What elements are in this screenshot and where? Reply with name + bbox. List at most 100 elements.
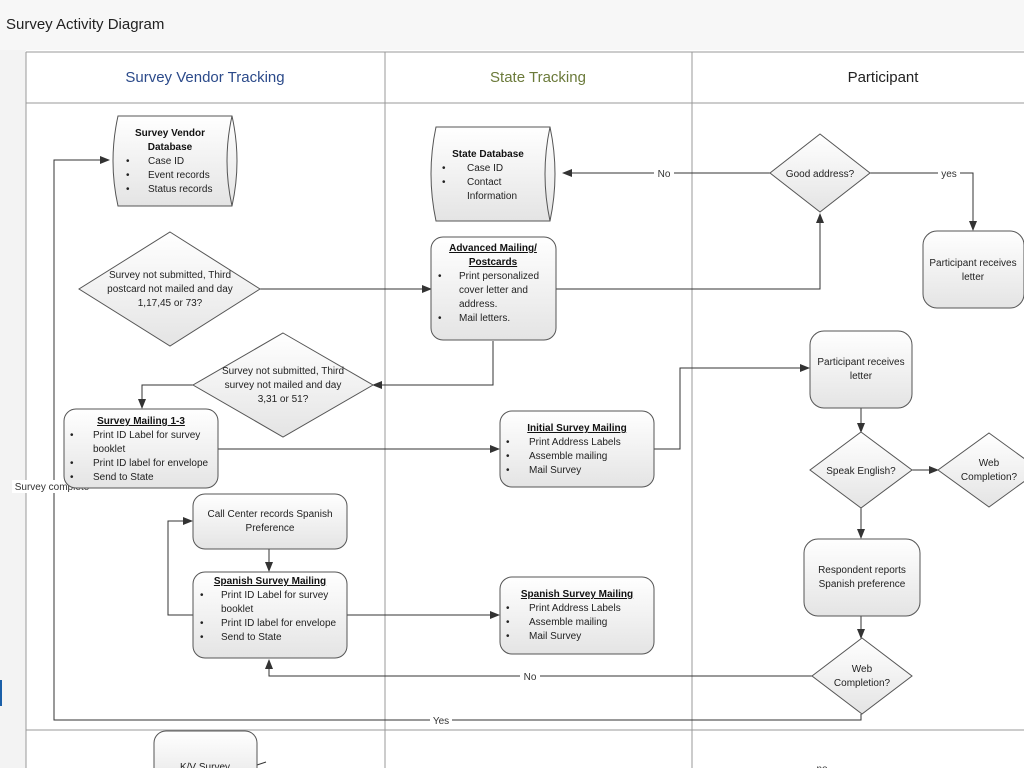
label-bottom-fragment: no: [816, 764, 828, 768]
node-text-line: Respondent reports: [818, 565, 906, 576]
node-text-line: Participant receives: [817, 357, 904, 368]
svg-text:Good address?: Good address?: [786, 169, 855, 180]
node-text-line: Participant receives: [929, 258, 1016, 269]
connector-web2-no-to-spanish: [265, 659, 812, 677]
connector-yes-to-letter: [870, 172, 977, 231]
node-text-line: postcard not mailed and day: [107, 284, 233, 295]
connector-initial-to-letter: [654, 364, 810, 450]
list-item: booklet: [221, 604, 253, 615]
svg-text:Survey Mailing 1-3: Survey Mailing 1-3: [97, 416, 185, 427]
node-text-line: letter: [850, 371, 873, 382]
initial-survey-mailing: Initial Survey Mailing • Print Address La…: [499, 410, 655, 488]
svg-text:Advanced Mailing/Postcards: Advanced Mailing/Postcards: [449, 243, 537, 268]
node-text-line: Speak English?: [826, 466, 896, 477]
list-item: Event records: [148, 170, 210, 181]
bullet-icon: •: [70, 430, 74, 441]
participant-receives-letter-1: Participant receives letter: [922, 230, 1024, 309]
connector-spanish-loop: [167, 517, 193, 616]
connector-kv: [256, 761, 267, 766]
bullet-icon: •: [200, 590, 204, 601]
spanish-survey-mailing-vendor: Spanish Survey Mailing • Print ID Label f…: [192, 571, 348, 659]
bullet-icon: •: [506, 465, 510, 476]
node-title-line: State Database: [452, 149, 524, 160]
node-text-line: 1,17,45 or 73?: [138, 298, 203, 309]
list-item: Print ID Label for survey: [93, 430, 200, 441]
node-text-line: Completion?: [961, 472, 1018, 483]
bullet-icon: •: [438, 313, 442, 324]
list-item: Print personalized: [459, 271, 539, 282]
node-text-line: Completion?: [834, 678, 891, 689]
rail-accent: [0, 680, 2, 706]
spanish-survey-mailing-state: Spanish Survey Mailing •Print Address La…: [499, 576, 655, 655]
title-bar: Survey Activity Diagram: [0, 0, 1024, 50]
list-item: Assemble mailing: [529, 451, 607, 462]
node-text-line: Spanish preference: [819, 579, 906, 590]
node-title-line: Initial Survey Mailing: [527, 423, 626, 434]
list-item: Status records: [148, 184, 212, 195]
list-item: Case ID: [148, 156, 184, 167]
list-item: Mail Survey: [529, 631, 581, 642]
list-item: cover letter and: [459, 285, 528, 296]
state-database: State Database •Case ID•ContactInformati…: [430, 126, 556, 222]
page-title: Survey Activity Diagram: [6, 16, 165, 33]
bullet-icon: •: [126, 170, 130, 181]
node-text-line: Web: [979, 458, 1000, 469]
connector-yes-return: [53, 156, 862, 721]
node-title-line: Spanish Survey Mailing: [214, 576, 326, 587]
svg-text:Spanish Survey Mailing: Spanish Survey Mailing: [214, 576, 326, 587]
lane-header-state: State Tracking: [490, 69, 586, 86]
list-item: Send to State: [93, 472, 154, 483]
bullet-icon: •: [200, 618, 204, 629]
bullet-icon: •: [442, 163, 446, 174]
list-item: Print Address Labels: [529, 437, 621, 448]
node-title-line: Postcards: [469, 257, 518, 268]
swimlane-frame: [25, 51, 1024, 768]
label-no-1: No: [658, 169, 671, 180]
node-text-line: Survey not submitted, Third: [222, 366, 344, 377]
node-text-line: 3,31 or 51?: [258, 394, 309, 405]
list-item: Print ID Label for survey: [221, 590, 328, 601]
node-text-line: Survey not submitted, Third: [109, 270, 231, 281]
bullet-icon: •: [200, 632, 204, 643]
bullet-icon: •: [506, 451, 510, 462]
advanced-mailing-postcards: Advanced Mailing/Postcards • Print person…: [430, 236, 557, 341]
node-text-line: K/V Survey: [180, 762, 230, 768]
list-item: Mail Survey: [529, 465, 581, 476]
bullet-icon: •: [506, 631, 510, 642]
decision-speak-english: Speak English?: [809, 431, 913, 509]
bullet-icon: •: [442, 177, 446, 188]
bullet-icon: •: [506, 603, 510, 614]
participant-receives-letter-2: Participant receives letter: [809, 330, 913, 409]
connector-third-survey-to-mailing: [138, 384, 193, 409]
list-item: Print ID label for envelope: [93, 458, 209, 469]
lane-header-vendor: Survey Vendor Tracking: [125, 69, 284, 86]
node-text-line: letter: [962, 272, 985, 283]
label-survey-complete: Survey complete: [15, 482, 90, 493]
connectors: [53, 156, 977, 766]
node-text-line: Good address?: [786, 169, 855, 180]
list-item: address.: [459, 299, 497, 310]
list-item: Send to State: [221, 632, 282, 643]
decision-third-postcard: Survey not submitted, Third postcard not …: [78, 231, 261, 347]
bullet-icon: •: [126, 156, 130, 167]
connector-advanced-to-third-survey: [372, 341, 494, 389]
list-item: Case ID: [467, 163, 503, 174]
node-title-line: Survey Vendor: [135, 128, 205, 139]
connector-advanced-to-good-address: [555, 213, 824, 290]
list-item: Mail letters.: [459, 313, 510, 324]
bullet-icon: •: [506, 617, 510, 628]
list-item: booklet: [93, 444, 125, 455]
node-text-line: Web: [852, 664, 873, 675]
node-title-line: Advanced Mailing/: [449, 243, 537, 254]
